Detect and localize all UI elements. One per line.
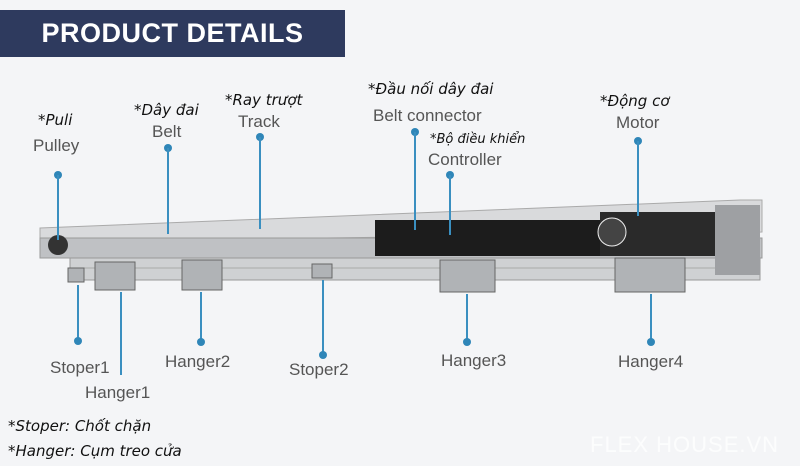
pulley-label-vi: *Puli	[38, 111, 73, 129]
belt-connector-label: Belt connector	[373, 106, 482, 125]
stoper2-callout-dot	[319, 351, 327, 359]
pulley-label: Pulley	[33, 136, 80, 155]
stoper2-label: Stoper2	[289, 360, 349, 379]
track-label-vi: *Ray trượt	[225, 91, 303, 109]
hanger4-callout-line	[650, 294, 652, 340]
stoper2-callout-line	[322, 280, 324, 353]
hanger3-callout-dot	[463, 338, 471, 346]
controller-callout-line	[449, 175, 451, 235]
motor-callout-line	[637, 141, 639, 216]
page-title: PRODUCT DETAILS	[0, 10, 345, 57]
belt-connector-label-vi: *Đầu nối dây đai	[368, 80, 494, 98]
watermark: FLEX HOUSE.VN	[590, 432, 780, 457]
hanger3-callout-line	[466, 294, 468, 340]
controller-label-vi: *Bộ điều khiển	[430, 132, 526, 147]
hanger2-callout-dot	[197, 338, 205, 346]
controller-label: Controller	[428, 150, 502, 169]
motor-label-vi: *Động cơ	[600, 92, 670, 110]
note-hanger: *Hanger: Cụm treo cửa	[8, 442, 182, 460]
hanger1-callout-line	[120, 292, 122, 375]
hanger2-label: Hanger2	[165, 352, 231, 371]
belt-callout-line	[167, 148, 169, 234]
stoper1-label: Stoper1	[50, 358, 110, 377]
hanger4-callout-dot	[647, 338, 655, 346]
stoper1-callout-dot	[74, 337, 82, 345]
hanger3-label: Hanger3	[441, 351, 507, 370]
belt-label: Belt	[152, 122, 182, 141]
note-stoper: *Stoper: Chốt chặn	[8, 417, 152, 435]
belt-connector-callout-line	[414, 132, 416, 230]
belt-label-vi: *Dây đai	[134, 101, 199, 119]
track-label: Track	[238, 112, 280, 131]
hanger2-callout-line	[200, 292, 202, 340]
hanger1-label: Hanger1	[85, 383, 151, 402]
stoper1-callout-line	[77, 285, 79, 340]
track-callout-line	[259, 137, 261, 229]
pulley-callout-line	[57, 175, 59, 240]
hanger4-label: Hanger4	[618, 352, 684, 371]
motor-label: Motor	[616, 113, 660, 132]
